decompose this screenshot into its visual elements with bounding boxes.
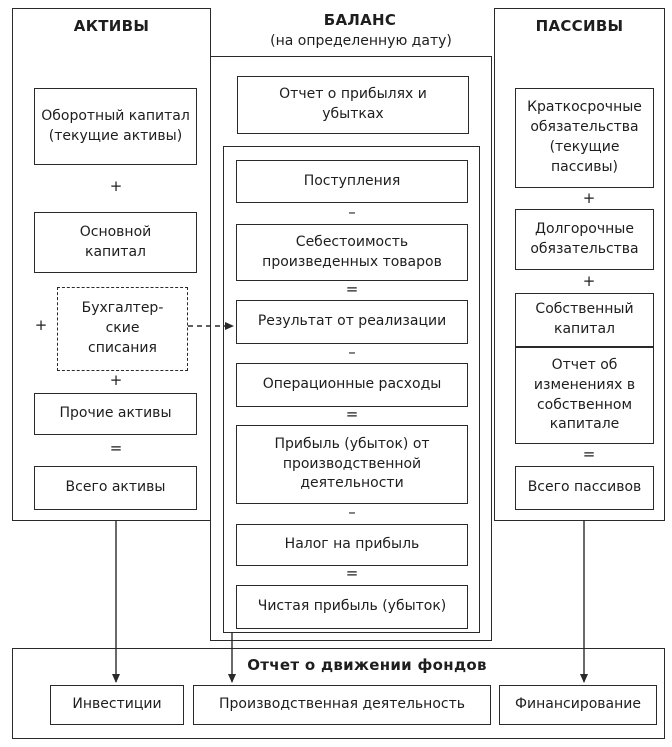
liabilities-frame <box>494 8 665 521</box>
plus-sign-left: + <box>34 316 48 334</box>
write-offs-box: Бухгалтер-ские списания <box>57 287 188 371</box>
balance-subtitle: (на определенную дату) <box>270 33 452 49</box>
investments-box: Инвестиции <box>50 685 184 725</box>
income-statement-box: Отчет о прибылях и убытках <box>237 76 469 134</box>
assets-header: АКТИВЫ <box>73 17 150 35</box>
income-tax-box: Налог на прибыль <box>236 524 468 566</box>
short-term-liabilities-box: Краткосрочные обязательства (текущие пас… <box>515 88 654 188</box>
plus-sign: + <box>109 177 123 195</box>
equity-box: Собственный капитал <box>515 293 654 347</box>
net-profit-box: Чистая прибыль (убыток) <box>236 585 468 629</box>
revenues-box: Поступления <box>236 160 468 203</box>
balance-header: БАЛАНС <box>323 11 397 29</box>
equity-changes-box: Отчет об изменениях в собственном капита… <box>515 347 654 444</box>
equals-sign: = <box>345 405 359 423</box>
equals-sign: = <box>582 445 596 463</box>
plus-sign: + <box>582 189 596 207</box>
equals-sign: = <box>109 439 123 457</box>
operating-profit-box: Прибыль (убыток) от производственной дея… <box>236 425 468 504</box>
other-assets-box: Прочие активы <box>34 393 197 435</box>
balance-frame <box>210 56 492 641</box>
fixed-capital-box: Основной капитал <box>34 212 197 273</box>
income-inner-frame <box>223 146 480 633</box>
operating-expenses-box: Операционные расходы <box>236 363 468 407</box>
liabilities-header: ПАССИВЫ <box>535 17 624 35</box>
minus-sign: – <box>348 343 356 361</box>
plus-sign: + <box>582 272 596 290</box>
plus-sign: + <box>109 371 123 389</box>
equals-sign: = <box>345 564 359 582</box>
total-liabilities-box: Всего пассивов <box>515 466 654 510</box>
cost-of-goods-box: Себестоимость произведенных товаров <box>236 224 468 281</box>
working-capital-box: Оборотный капитал (текущие активы) <box>34 88 197 165</box>
minus-sign: – <box>348 503 356 521</box>
sales-result-box: Результат от реализации <box>236 300 468 344</box>
minus-sign: – <box>348 203 356 221</box>
financing-box: Финансирование <box>499 685 657 725</box>
cashflow-frame <box>12 648 665 739</box>
cashflow-title: Отчет о движении фондов <box>247 656 487 674</box>
operations-box: Производственная деятельность <box>193 685 491 725</box>
total-assets-box: Всего активы <box>34 466 197 510</box>
long-term-liabilities-box: Долгорочные обязательства <box>515 209 654 270</box>
equals-sign: = <box>345 280 359 298</box>
